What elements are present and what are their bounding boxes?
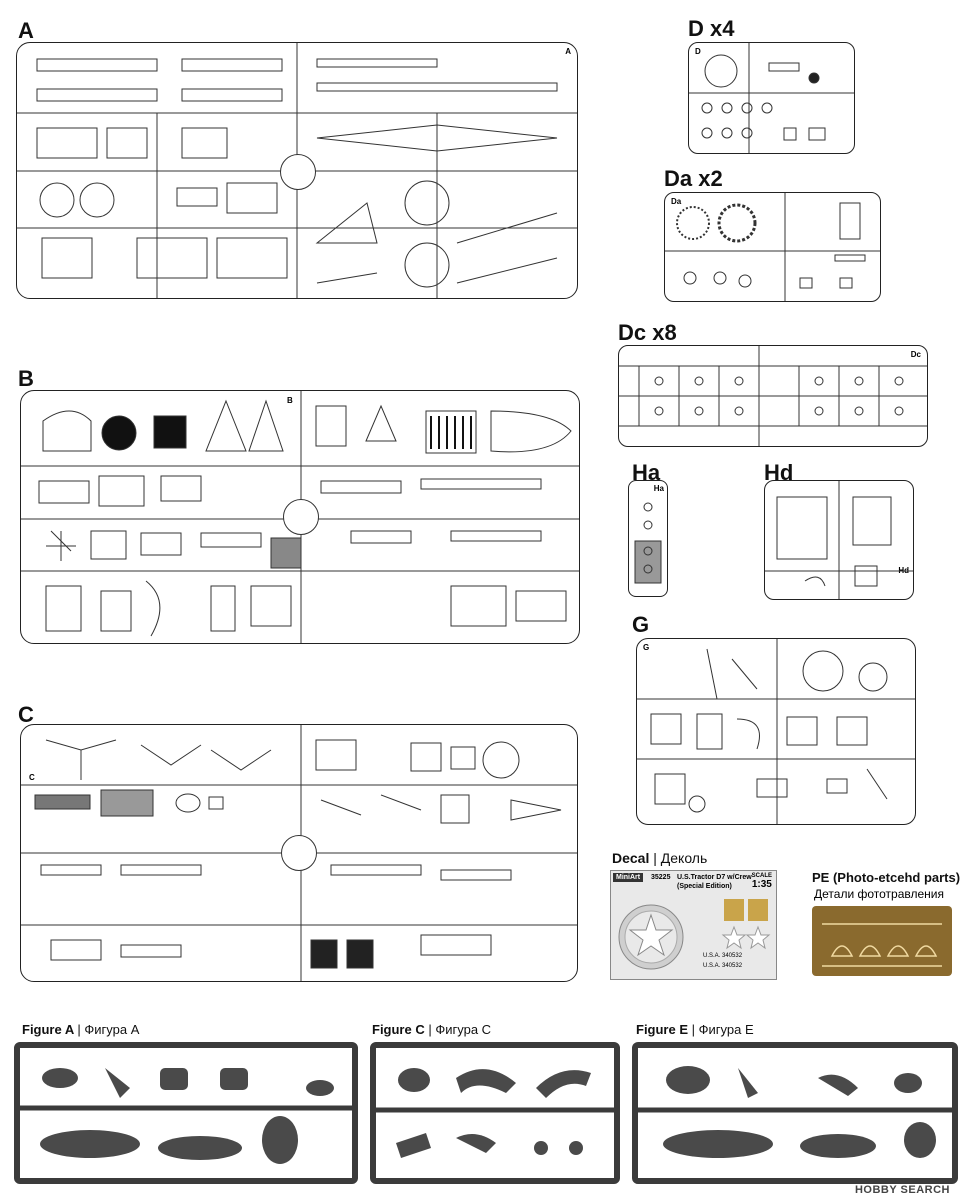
sprue-da: Da [664,192,881,302]
figure-e-heading: Figure E | Фигура Е [636,1022,754,1037]
figure-a-parts [20,1068,352,1164]
sprue-dc-tag: Dc [910,350,921,359]
sprue-c-parts [21,725,577,981]
sprue-a: A [16,42,578,299]
sprue-a-title: A [18,18,34,43]
decal-scale-box: SCALE 1:35 [752,873,772,890]
sprue-ha: Ha [628,480,668,597]
sprue-dc: Dc [618,345,928,447]
decal-serial-2: U.S.A. 340532 [703,963,743,969]
pe-parts [822,923,942,967]
figure-c-heading: Figure C | Фигура С [372,1022,492,1037]
watermark: HOBBY SEARCH [854,1184,950,1196]
pe-label: PE (Photo-etcehd parts) [812,870,961,885]
figure-c-label: Figure C [372,1022,425,1037]
figure-c-label-ru: Фигура С [435,1022,492,1037]
sprue-b: B [20,390,580,644]
pe-fret [812,906,952,976]
sprue-da-title: Da x2 [664,166,723,191]
figure-a-heading: Figure A | Фигура А [22,1022,140,1037]
sprue-da-parts [665,193,880,301]
decal-edition: (Special Edition) [677,883,732,890]
sprue-dc-parts [619,346,927,446]
figure-e-sprue [632,1042,958,1184]
sprue-a-hub [280,154,316,190]
sprue-d-parts [689,43,854,153]
sprue-c-hub [281,835,317,871]
figure-c-parts [376,1068,614,1158]
sprue-g: G [636,638,916,825]
sprue-da-tag: Da [671,197,682,206]
decal-label-ru: Деколь [660,850,708,866]
sprue-ha-parts [634,502,662,584]
sprue-a-runners [17,43,577,298]
sprue-hd: Hd [764,480,914,600]
decal-label: Decal [612,850,650,866]
sprue-a-tag: A [565,47,571,56]
decal-code: 35225 [651,874,671,881]
sprue-c-title: C [18,702,34,727]
pe-label-ru: Детали фототравления [814,887,944,901]
figure-e-label: Figure E [636,1022,689,1037]
decal-heading: Decal | Деколь [612,850,708,866]
sprue-g-tag: G [643,643,650,652]
decal-scale: 1:35 [751,879,772,890]
figure-e-label-ru: Фигура Е [698,1022,754,1037]
decal-brand: MiniArt [613,873,644,882]
sprue-d: D [688,42,855,154]
sprue-c-tag: C [29,773,35,782]
figure-c-sprue [370,1042,620,1184]
sprue-d-tag: D [695,47,701,56]
figure-a-label-ru: Фигура А [84,1022,140,1037]
decal-title: U.S.Tractor D7 w/Crew [677,874,752,881]
sprue-b-hub [283,499,319,535]
sprue-ha-tag: Ha [653,484,664,493]
figure-a-sprue [14,1042,358,1184]
sprue-b-tag: B [287,396,293,405]
decal-scale-label: SCALE [751,873,772,879]
sprue-g-parts [637,639,915,824]
decal-sheet: MiniArt 35225 U.S.Tractor D7 w/Crew (Spe… [610,870,777,980]
sprue-d-title: D x4 [688,16,735,41]
sprue-b-title: B [18,366,34,391]
decal-artwork [618,899,771,970]
figure-a-label: Figure A [22,1022,74,1037]
decal-serial-1: U.S.A. 340532 [703,953,743,959]
sprue-hd-parts [765,481,913,599]
figure-e-parts [638,1066,952,1158]
sprue-g-title: G [632,612,650,637]
sprue-c: C [20,724,578,982]
sprue-dc-title: Dc x8 [618,320,677,345]
